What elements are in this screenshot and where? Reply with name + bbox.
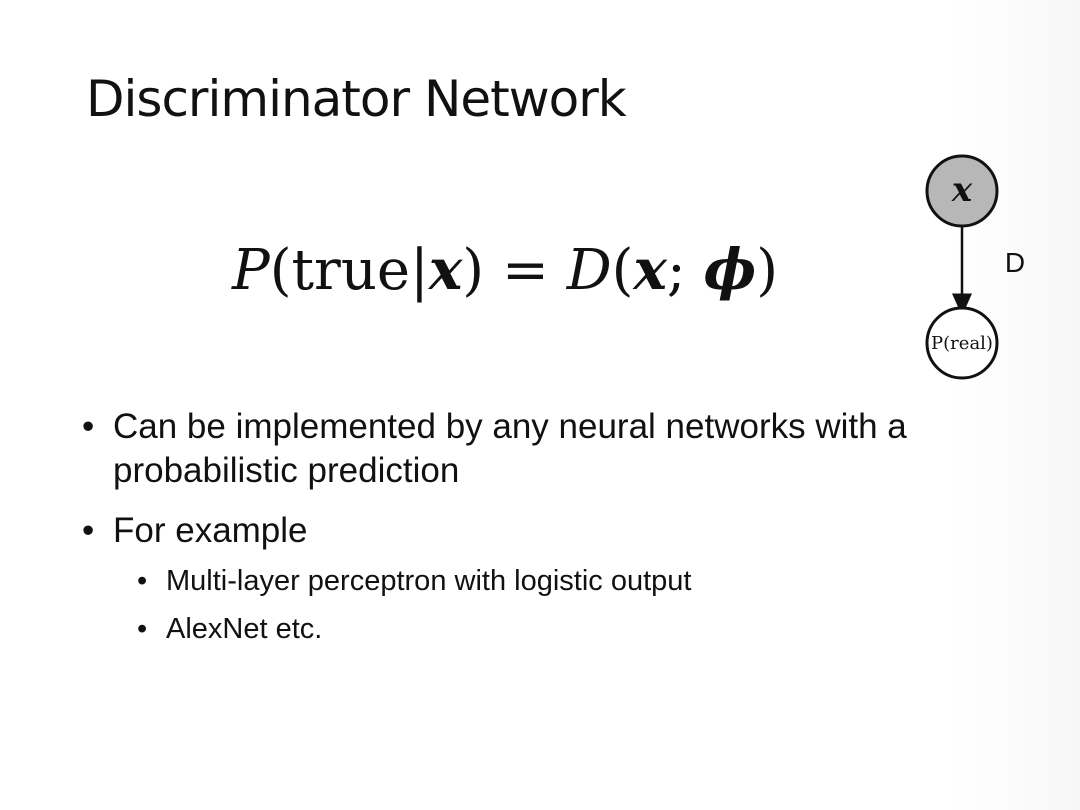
sub-bullet-dot-icon: • bbox=[137, 565, 148, 597]
input-node-label: x bbox=[951, 170, 973, 210]
input-variable-left: x bbox=[428, 237, 463, 303]
output-node bbox=[925, 306, 999, 380]
sub-bullet-mlp: • Multi-layer perceptron with logistic o… bbox=[137, 561, 1022, 601]
bullet-list: • Can be implemented by any neural netwo… bbox=[82, 405, 1022, 649]
probability-open-paren: ( bbox=[269, 238, 292, 303]
bullet-text-example: For example bbox=[113, 511, 308, 550]
equals-sign: = bbox=[484, 238, 567, 303]
discriminator-close-paren: ) bbox=[756, 238, 779, 303]
parameter-phi: ϕ bbox=[703, 237, 757, 303]
discriminator-diagram: x D P(real) bbox=[925, 154, 1025, 380]
probability-symbol: P bbox=[232, 238, 270, 303]
slide-title: Discriminator Network bbox=[86, 70, 627, 128]
sub-bullet-dot-icon: • bbox=[137, 613, 148, 645]
bullet-dot-icon: • bbox=[82, 511, 95, 550]
slide-edge-shading bbox=[948, 0, 1080, 810]
bullet-dot-icon: • bbox=[82, 407, 95, 446]
bullet-item-example: • For example bbox=[82, 509, 1022, 553]
probability-close-paren: ) bbox=[462, 238, 485, 303]
output-node-label: P(real) bbox=[931, 333, 993, 354]
discriminator-open-paren: ( bbox=[611, 238, 634, 303]
sub-bullet-text-mlp: Multi-layer perceptron with logistic out… bbox=[166, 565, 692, 597]
bullet-item-implementation: • Can be implemented by any neural netwo… bbox=[82, 405, 1022, 493]
bullet-text-implementation: Can be implemented by any neural network… bbox=[113, 407, 907, 490]
edge-label: D bbox=[1005, 247, 1025, 278]
discriminator-equation: P(true|x) = D(x; ϕ) bbox=[232, 232, 778, 309]
input-node bbox=[925, 154, 999, 228]
parameter-separator: ; bbox=[666, 238, 704, 303]
sub-bullet-text-alexnet: AlexNet etc. bbox=[166, 613, 323, 645]
conditional-bar: | bbox=[410, 238, 429, 303]
discriminator-symbol: D bbox=[566, 238, 612, 303]
input-variable-right: x bbox=[633, 237, 667, 303]
true-label: true bbox=[291, 238, 411, 303]
sub-bullet-alexnet: • AlexNet etc. bbox=[137, 609, 1022, 649]
example-sub-bullet-list: • Multi-layer perceptron with logistic o… bbox=[82, 561, 1022, 649]
